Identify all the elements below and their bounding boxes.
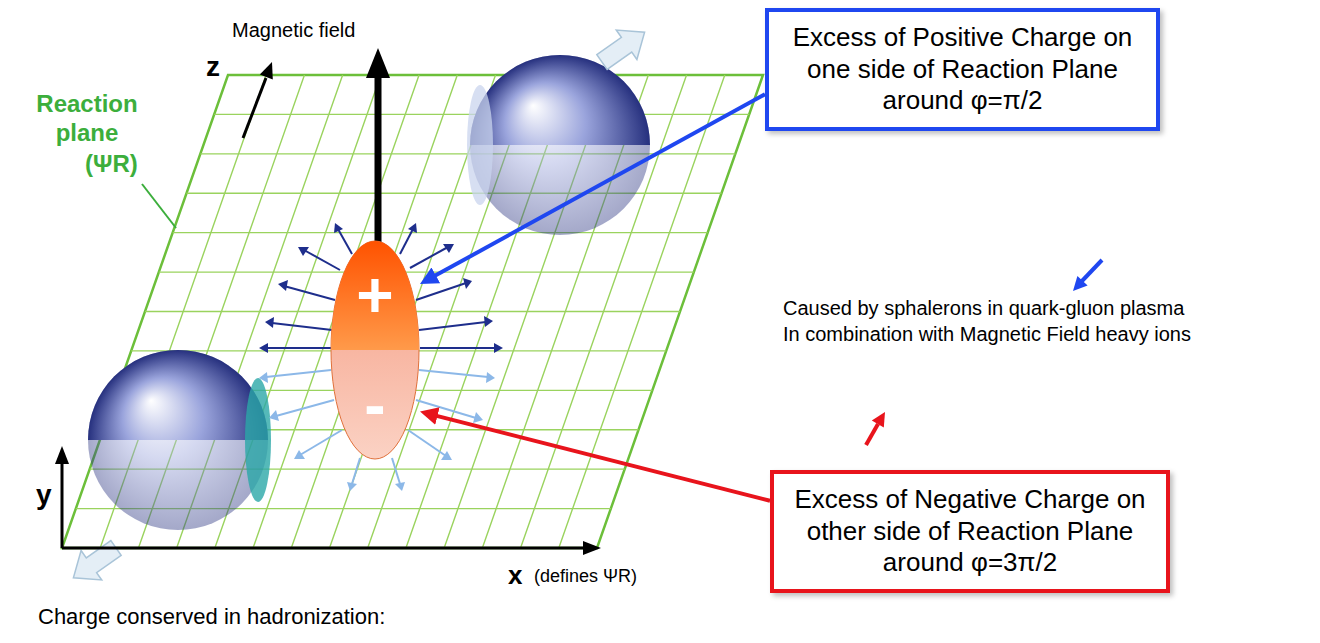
z-axis <box>243 78 266 138</box>
ellipse-upper <box>331 241 419 350</box>
callout-text: Excess of Positive Charge on one side of… <box>781 22 1144 117</box>
grid-lines <box>62 75 763 548</box>
leader-line <box>142 184 176 228</box>
motion-arrow <box>592 17 655 76</box>
reaction-plane-grid <box>62 75 763 548</box>
x-axis <box>62 547 585 550</box>
magnetic-field-arrowhead <box>366 48 390 78</box>
plane-border <box>62 75 763 548</box>
axis-note: (defines ΨR) <box>534 566 637 588</box>
charge-sign: + <box>356 263 393 327</box>
nucleus-face <box>467 85 493 205</box>
axis-label: z <box>206 50 220 84</box>
pointer-arrow <box>866 424 878 445</box>
footer-note: Charge conserved in hadronization: <box>38 604 385 630</box>
nucleus-upper <box>88 350 268 440</box>
radiating-arrows <box>259 370 495 491</box>
ellipse-shape <box>330 240 420 460</box>
plane-symbol: (ΨR) <box>85 150 138 179</box>
axis-arrowhead <box>583 541 601 555</box>
nucleus-face <box>245 378 271 502</box>
motion-arrow <box>63 533 126 592</box>
y-axis <box>61 462 64 548</box>
callout-box: Excess of Negative Charge on other side … <box>770 470 1170 593</box>
connectors <box>425 94 770 501</box>
callout-box: Excess of Positive Charge on one side of… <box>765 8 1160 131</box>
nucleus <box>88 350 271 530</box>
axis-label: y <box>36 478 52 512</box>
ellipse-lower <box>331 241 419 459</box>
pointer-arrow <box>1082 260 1102 281</box>
pointer-connector <box>425 94 765 281</box>
axis-arrowhead <box>260 62 273 79</box>
callout-text: Excess of Negative Charge on other side … <box>786 484 1154 579</box>
nucleus-upper <box>470 55 650 145</box>
pointer-arrowhead <box>872 412 885 428</box>
cause-note: In combination with Magnetic Field heavy… <box>783 322 1191 346</box>
field-label: Magnetic field <box>232 18 355 42</box>
axis-label: x <box>508 560 522 591</box>
plane-label: Reaction plane <box>32 90 142 148</box>
charge-sign: - <box>364 373 385 437</box>
axis-arrowhead <box>55 446 69 464</box>
pointer-connector <box>426 413 770 501</box>
magnetic-field-arrow <box>375 76 382 246</box>
charge-ellipse: +- <box>330 240 420 460</box>
cause-note: Caused by sphalerons in quark-gluon plas… <box>783 296 1184 320</box>
pointer-arrowhead <box>1073 276 1088 291</box>
nucleus-lower <box>88 350 268 530</box>
